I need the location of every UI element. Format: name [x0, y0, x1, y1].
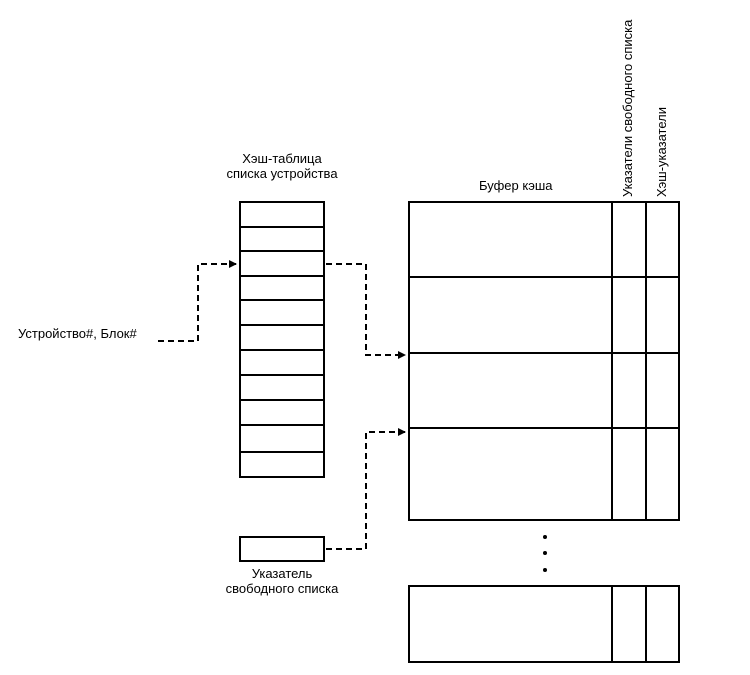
hash-table-title-line1: Хэш-таблица	[242, 151, 322, 166]
cache-buffer-title: Буфер кэша	[479, 178, 553, 193]
hash-table-title-line2: списка устройства	[226, 166, 338, 181]
input-to-hash-table-arrow	[158, 260, 237, 342]
hash-pointers-column-label: Хэш-указатели	[654, 107, 669, 197]
hash-table	[239, 201, 325, 478]
hash-table-frame	[239, 201, 325, 478]
free-pointers-column-label: Указатели свободного списка	[620, 19, 635, 197]
dashed-arrows	[158, 260, 406, 550]
cache-buffer-last-frame	[408, 585, 680, 663]
cache-buffer-frame	[408, 201, 680, 521]
cache-buffer-last	[408, 585, 680, 663]
free-list-pointer-label-line1: Указатель	[251, 566, 313, 581]
hash-table-title: Хэш-таблица списка устройства	[212, 151, 352, 181]
free-list-pointer-box	[239, 536, 325, 562]
continuation-dot	[543, 551, 547, 555]
free-list-pointer-label: Указатель свободного списка	[212, 566, 352, 596]
hash-table-to-buffer-arrow	[326, 263, 406, 359]
input-label: Устройство#, Блок#	[18, 326, 137, 341]
continuation-dot	[543, 535, 547, 539]
free-list-pointer-label-line2: свободного списка	[225, 581, 339, 596]
free-pointer-to-buffer-arrow	[326, 428, 406, 550]
continuation-dot	[543, 568, 547, 572]
continuation-dots	[543, 535, 547, 572]
cache-buffer	[408, 201, 680, 521]
